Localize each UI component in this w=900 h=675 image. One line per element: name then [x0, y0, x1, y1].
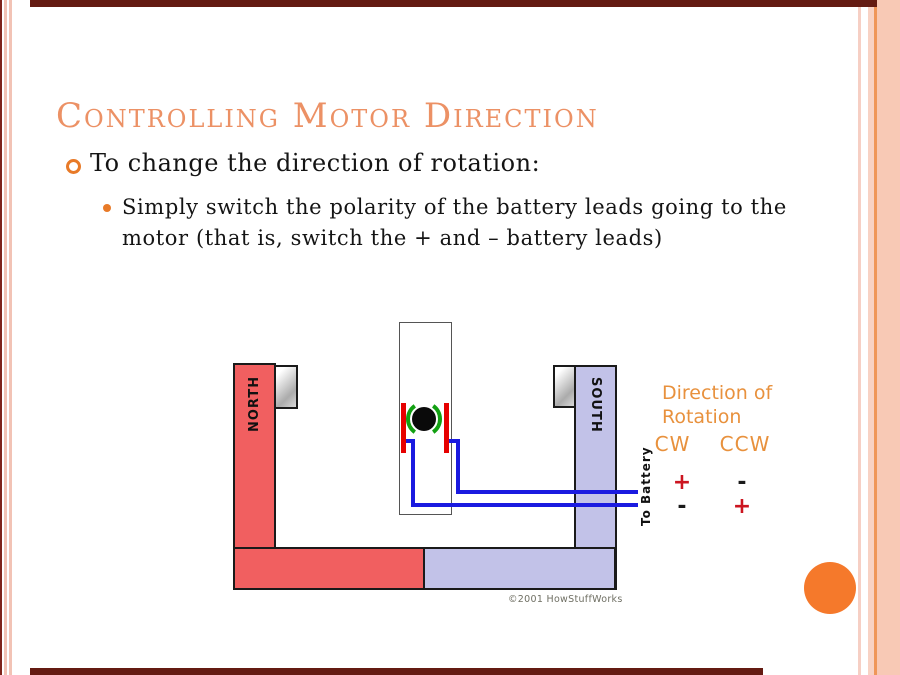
cw-polarity-row1: +	[672, 470, 692, 495]
ccw-polarity-row2: +	[732, 494, 752, 519]
left-edge-stripe-1	[4, 0, 7, 675]
bullet-ring-icon	[66, 159, 81, 174]
north-label: NORTH	[247, 375, 262, 432]
brush-right	[444, 403, 449, 453]
page-title: Controlling Motor Direction	[56, 96, 599, 136]
south-label: SOUTH	[588, 377, 603, 433]
direction-heading-line1: Direction of	[662, 382, 773, 404]
sub-bullet-text: Simply switch the polarity of the batter…	[122, 192, 852, 254]
ccw-polarity-row1: -	[737, 470, 747, 495]
cw-polarity-row2: -	[677, 494, 687, 519]
bullet-text: To change the direction of rotation:	[90, 149, 541, 177]
bullet-dot-icon	[103, 204, 111, 212]
pole-piece-left	[274, 365, 298, 409]
top-maroon-rule	[30, 0, 877, 7]
cw-column-header: CW	[654, 432, 691, 456]
direction-heading-line2: Rotation	[662, 406, 742, 428]
magnet-base-left	[233, 547, 425, 590]
right-edge-orange-line	[874, 0, 877, 675]
sub-bullet-line-1: Simply switch the polarity of the batter…	[122, 195, 787, 219]
brush-left	[401, 403, 406, 453]
to-battery-label: To Battery	[639, 446, 653, 526]
left-edge-stripe-2	[9, 0, 12, 675]
ccw-column-header: CCW	[719, 432, 771, 456]
sub-bullet-line-2: motor (that is, switch the + and – batte…	[122, 226, 663, 250]
magnet-base-right	[423, 547, 616, 590]
copyright-text: ©2001 HowStuffWorks	[508, 594, 623, 605]
commutator-icon	[405, 404, 443, 434]
bottom-maroon-rule	[30, 668, 763, 675]
accent-circle	[804, 562, 856, 614]
pole-piece-right	[553, 365, 576, 408]
right-edge-stripe-1	[858, 0, 861, 675]
left-edge-dark-line	[0, 0, 2, 675]
right-edge-stripe-2	[868, 0, 874, 675]
right-edge-salmon-band	[877, 0, 900, 675]
